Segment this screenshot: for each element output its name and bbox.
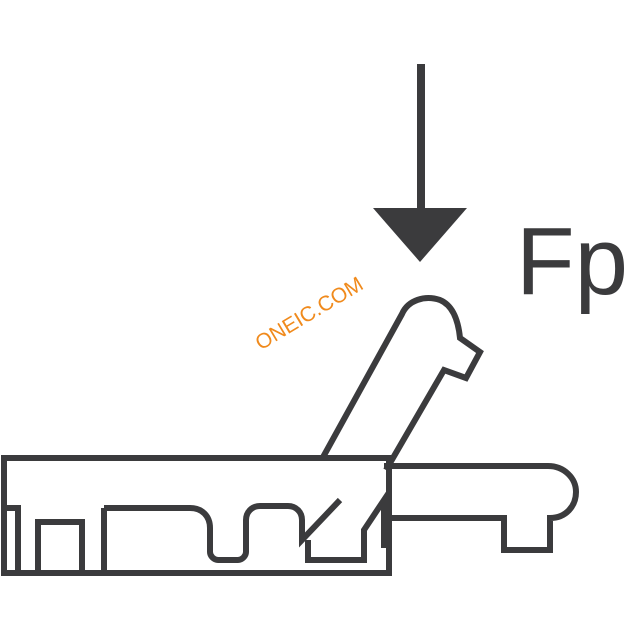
force-arrow-head bbox=[373, 208, 467, 262]
flat-cable bbox=[384, 463, 580, 553]
force-arrow-shaft bbox=[417, 64, 425, 214]
housing-lever-pocket bbox=[305, 490, 387, 563]
housing-square-cavity bbox=[35, 519, 85, 576]
housing-left-bar bbox=[1, 505, 21, 576]
actuator-lever bbox=[319, 295, 484, 472]
force-arrow bbox=[373, 64, 467, 262]
housing-contact-profile bbox=[104, 497, 343, 563]
connector-housing bbox=[1, 455, 392, 576]
force-label-fp: Fp bbox=[516, 208, 629, 315]
